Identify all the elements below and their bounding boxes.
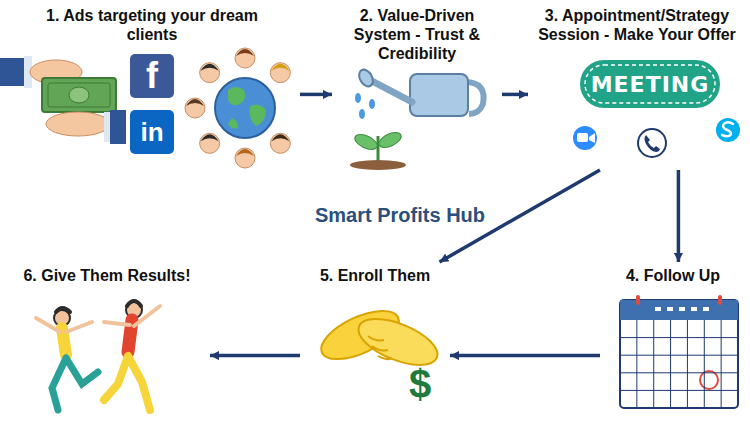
step-node: 3. Appointment/Strategy Session - Make Y…	[528, 2, 746, 170]
step-node: 1. Ads targeting your dream clients	[4, 2, 300, 170]
watering-can	[355, 67, 484, 119]
flow-arrow	[210, 354, 300, 358]
face-icon	[235, 48, 255, 68]
plant	[350, 129, 406, 170]
face-icon	[270, 133, 290, 153]
flow-arrow	[677, 170, 681, 262]
flow-arrow	[502, 93, 528, 97]
step-title: 5. Enroll Them	[300, 262, 450, 287]
skype-icon	[716, 118, 740, 142]
dancers	[36, 301, 160, 410]
step-node: 2. Value-Driven System - Trust & Credibi…	[332, 2, 502, 170]
face-icon	[185, 98, 205, 118]
facebook-logo	[130, 54, 174, 98]
globe	[215, 78, 275, 138]
meeting-sign	[580, 60, 720, 108]
step-node: 4. Follow Up	[600, 262, 746, 418]
money-hands	[0, 56, 126, 144]
flow-arrow	[300, 93, 332, 97]
face-icon	[200, 63, 220, 83]
step-title: 4. Follow Up	[600, 262, 746, 287]
step-node: 6. Give Them Results!	[4, 262, 210, 418]
linkedin-logo	[130, 110, 174, 154]
zoom-icon	[573, 126, 597, 150]
brand-logo: Smart Profits Hub	[300, 200, 500, 230]
step-node: 5. Enroll Them	[300, 262, 450, 418]
face-icon	[270, 63, 290, 83]
logo-letter: in	[130, 110, 174, 154]
step-title: 1. Ads targeting your dream clients	[35, 2, 270, 46]
face-icon	[200, 133, 220, 153]
phone-icon	[638, 129, 666, 157]
logo-letter: f	[130, 54, 174, 98]
step-title: 2. Value-Driven System - Trust & Credibi…	[332, 2, 502, 66]
step-title: 6. Give Them Results!	[4, 262, 210, 287]
calendar	[620, 295, 738, 408]
step-title: 3. Appointment/Strategy Session - Make Y…	[528, 2, 746, 46]
face-icon	[235, 148, 255, 168]
flow-arrow	[450, 354, 600, 358]
dollar-sign: $	[400, 360, 440, 408]
sign-text: MEETING	[580, 60, 720, 108]
